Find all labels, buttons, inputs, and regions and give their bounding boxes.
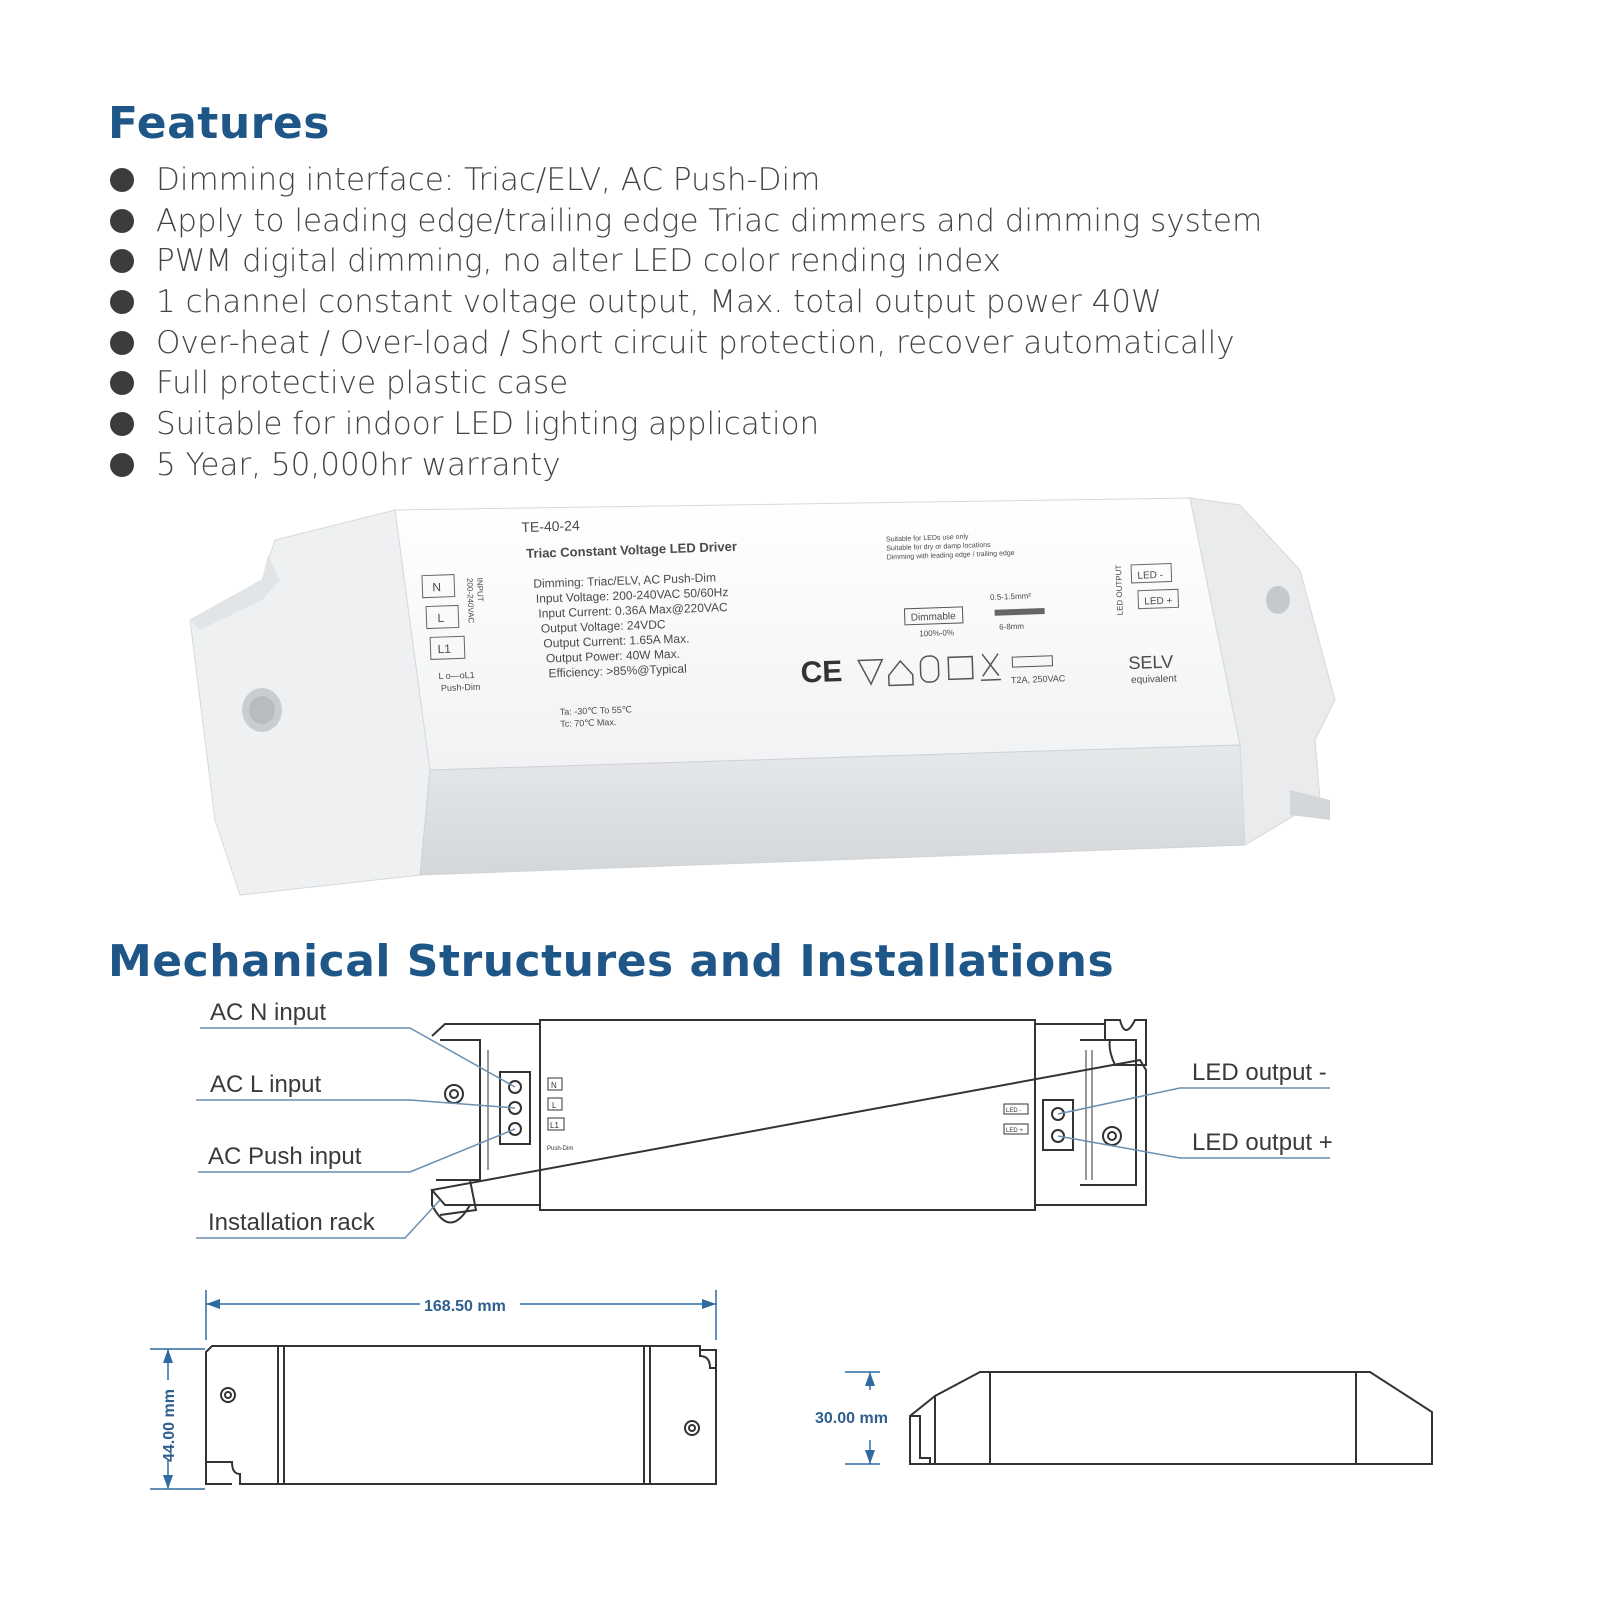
feature-item: PWM digital dimming, no alter LED color … xyxy=(110,241,1510,282)
push-dim-label: Push-Dim xyxy=(441,682,481,693)
input-voltage: 200-240VAC xyxy=(465,578,476,624)
terminal-l: L xyxy=(437,611,444,625)
diagram-terminal-l: L xyxy=(552,1101,557,1110)
features-heading: Features xyxy=(108,98,330,149)
push-dim-wiring: L o—oL1 xyxy=(438,670,475,681)
mechanical-heading: Mechanical Structures and Installations xyxy=(108,936,1115,987)
feature-text: 5 Year, 50,000hr warranty xyxy=(156,446,561,483)
features-list: Dimming interface: Triac/ELV, AC Push-Di… xyxy=(110,160,1510,486)
terminal-l1: L1 xyxy=(437,642,451,656)
label-note: Suitable for dry or damp locations xyxy=(886,542,991,553)
feature-item: 5 Year, 50,000hr warranty xyxy=(110,445,1510,486)
feature-text: PWM digital dimming, no alter LED color … xyxy=(156,243,1001,280)
bullet-icon xyxy=(110,412,134,437)
callout-ac-l: AC L input xyxy=(210,1071,322,1098)
label-note: Suitable for LEDs use only xyxy=(886,534,969,544)
leader-ac-n xyxy=(200,1027,516,1088)
class-ii-icon xyxy=(919,655,940,683)
input-label: INPUT xyxy=(475,578,485,602)
bullet-icon xyxy=(110,208,134,233)
selv-sub: equivalent xyxy=(1131,673,1177,686)
selv-mark: SELV xyxy=(1128,652,1173,674)
leader-ac-l xyxy=(196,1099,516,1109)
feature-text: Over-heat / Over-load / Short circuit pr… xyxy=(156,324,1235,361)
leader-ac-push xyxy=(198,1128,516,1173)
feature-item: Over-heat / Over-load / Short circuit pr… xyxy=(110,323,1510,364)
feature-text: Full protective plastic case xyxy=(156,365,569,402)
diagram-terminal-l1: L1 xyxy=(550,1121,559,1130)
bullet-icon xyxy=(110,452,134,477)
product-photo: TE-40-24 Triac Constant Voltage LED Driv… xyxy=(189,497,1336,896)
feature-text: Apply to leading edge/trailing edge Tria… xyxy=(156,202,1263,239)
spec-line: Output Voltage: 24VDC xyxy=(541,617,666,635)
bullet-icon xyxy=(110,330,134,355)
insulation-icon xyxy=(947,655,974,681)
diagram-led-minus: LED - xyxy=(1006,1108,1021,1114)
spec-line: Output Power: 40W Max. xyxy=(546,647,680,666)
terminal-led-plus: LED + xyxy=(1144,596,1173,608)
temp-line: Ta: -30℃ To 55℃ xyxy=(560,704,632,717)
fuse-icon xyxy=(1011,655,1054,668)
diagram-terminal-n: N xyxy=(551,1081,557,1090)
spec-line: Dimming: Triac/ELV, AC Push-Dim xyxy=(533,570,716,590)
feature-item: Apply to leading edge/trailing edge Tria… xyxy=(110,201,1510,242)
feature-item: Full protective plastic case xyxy=(110,363,1510,404)
leader-rack xyxy=(196,1199,441,1239)
strip-length: 6-8mm xyxy=(999,622,1025,632)
bullet-icon xyxy=(110,249,134,274)
callout-ac-push: AC Push input xyxy=(208,1143,362,1170)
callout-ac-n: AC N input xyxy=(210,999,326,1026)
bullet-icon xyxy=(110,168,134,192)
feature-item: Suitable for indoor LED lighting applica… xyxy=(110,404,1510,445)
leader-led-minus xyxy=(1057,1087,1330,1115)
dimension-length: 168.50 mm xyxy=(424,1298,506,1315)
terminal-n: N xyxy=(432,580,441,594)
feature-item: 1 channel constant voltage output, Max. … xyxy=(110,282,1510,323)
spec-line: Input Current: 0.36A Max@220VAC xyxy=(538,600,728,621)
bullet-icon xyxy=(110,371,134,396)
diagram-push-dim: Push-Dim xyxy=(547,1146,573,1152)
feature-text: Dimming interface: Triac/ELV, AC Push-Di… xyxy=(156,162,821,198)
diagram-led-plus: LED + xyxy=(1006,1128,1023,1134)
leader-led-plus xyxy=(1057,1135,1330,1159)
installation-diagram: N L L1 Push-Dim LED - LED + AC N input A… xyxy=(196,999,1333,1239)
feature-text: Suitable for indoor LED lighting applica… xyxy=(156,406,820,443)
dimension-drawings: 168.50 mm 44.00 mm 30.00 mm xyxy=(150,1290,1433,1490)
callout-led-plus: LED output + xyxy=(1192,1129,1333,1156)
model-number: TE-40-24 xyxy=(521,517,580,535)
spec-line: Input Voltage: 200-240VAC 50/60Hz xyxy=(536,585,729,606)
spec-line: Output Current: 1.65A Max. xyxy=(543,631,689,650)
bullet-icon xyxy=(110,290,134,315)
spec-line: Efficiency: >85%@Typical xyxy=(548,662,687,681)
fuse-rating: T2A, 250VAC xyxy=(1011,673,1066,685)
f-mark-icon xyxy=(856,658,884,686)
feature-item: Dimming interface: Triac/ELV, AC Push-Di… xyxy=(110,160,1510,201)
callout-rack: Installation rack xyxy=(208,1209,376,1236)
indoor-use-icon xyxy=(887,659,914,687)
product-name: Triac Constant Voltage LED Driver xyxy=(526,539,737,561)
wire-size: 0.5-1.5mm² xyxy=(990,591,1032,601)
feature-text: 1 channel constant voltage output, Max. … xyxy=(156,284,1162,321)
dimmable-badge: Dimmable xyxy=(911,611,957,624)
ce-mark: CE xyxy=(800,655,843,689)
label-note: Dimming with leading edge / trailing edg… xyxy=(887,550,1015,561)
dimmable-range: 100%-0% xyxy=(919,628,954,638)
temp-line: Tc: 70℃ Max. xyxy=(560,717,616,729)
weee-icon xyxy=(980,653,1001,681)
dimension-height: 30.00 mm xyxy=(815,1410,888,1427)
terminal-led-minus: LED - xyxy=(1137,570,1163,582)
callout-led-minus: LED output - xyxy=(1192,1059,1327,1086)
output-label: LED OUTPUT xyxy=(1114,564,1125,615)
dimension-width: 44.00 mm xyxy=(161,1389,178,1462)
